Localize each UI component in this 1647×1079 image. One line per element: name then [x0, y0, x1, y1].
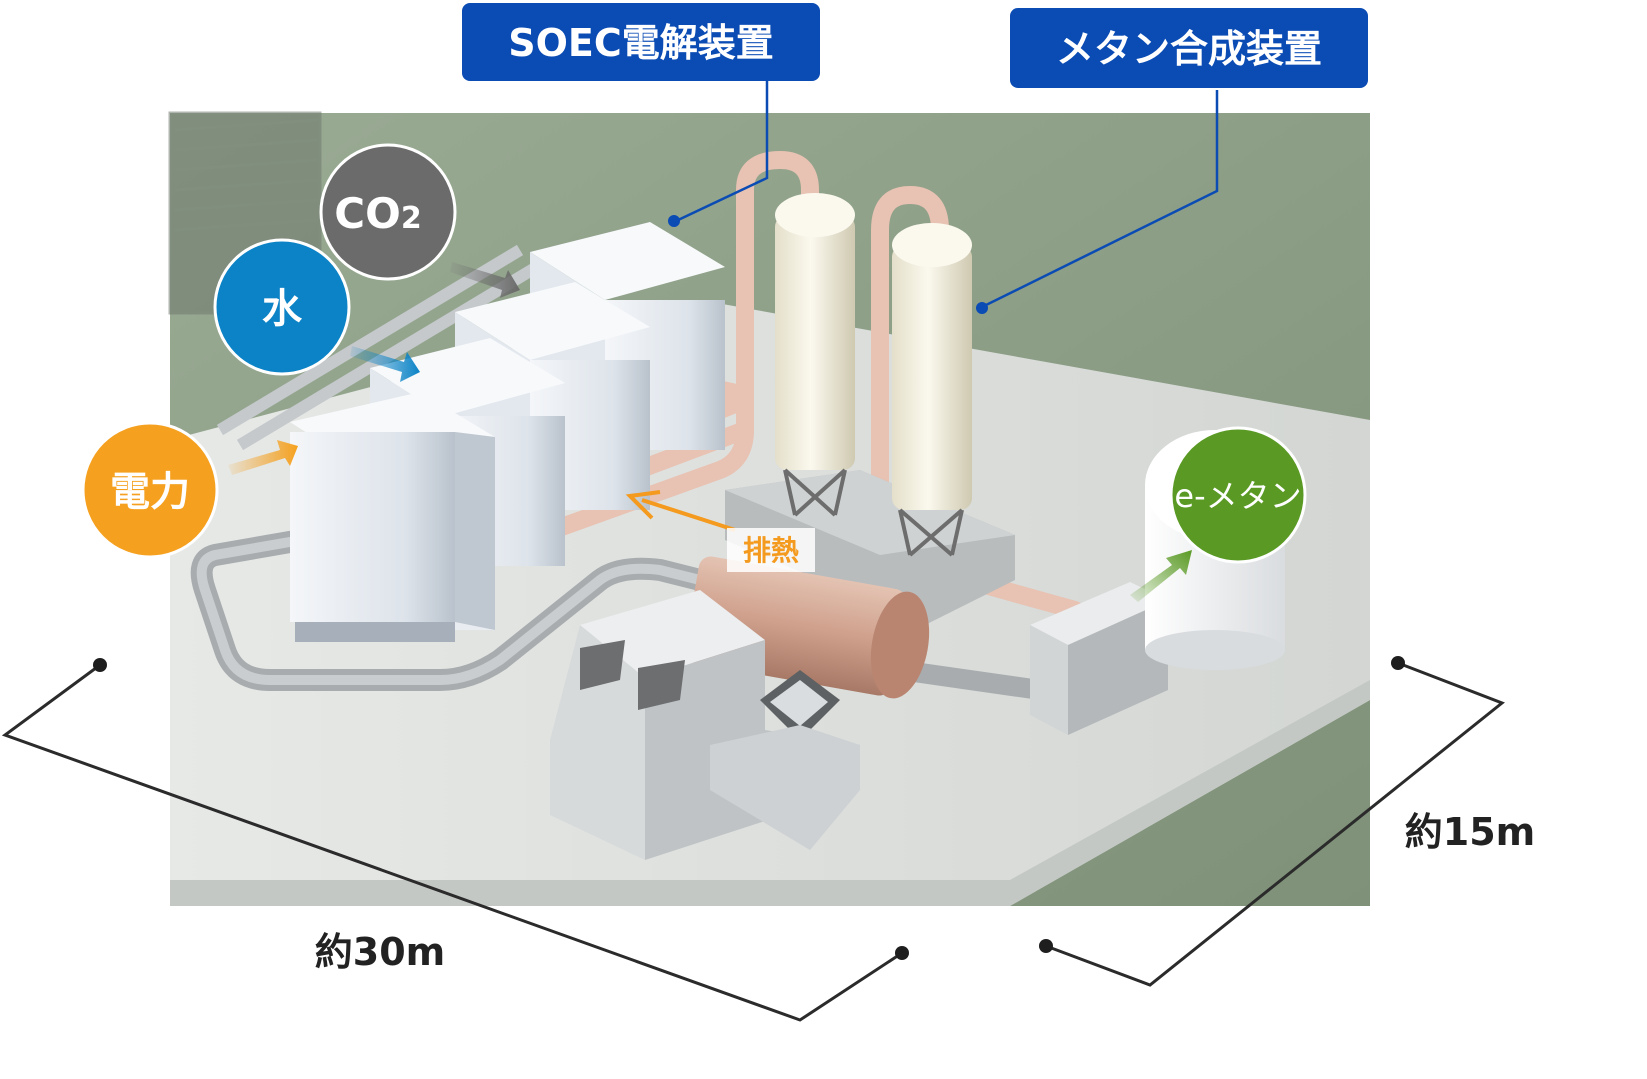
co2-arrow — [450, 262, 520, 298]
heat-label: 排熱 — [743, 534, 799, 567]
water-input: 水 — [213, 238, 351, 376]
methane-label: e-メタン — [1174, 477, 1301, 515]
soec-stack — [290, 222, 725, 642]
gray-pipe-supply — [216, 244, 544, 451]
length-label: 約30m — [315, 930, 445, 974]
co2-label: CO — [334, 189, 401, 238]
methane-arrow — [1130, 550, 1192, 602]
power-label: 電力 — [110, 469, 190, 515]
methanation-callout-label: メタン合成装置 — [1056, 27, 1322, 71]
dimension-width: 約15m — [1039, 656, 1535, 987]
power-input: 電力 — [81, 421, 219, 559]
water-label: 水 — [262, 286, 303, 332]
width-label: 約15m — [1405, 810, 1535, 854]
co2-subscript: 2 — [401, 201, 422, 236]
reactor-tank-2 — [892, 223, 972, 557]
soec-callout-label: SOEC電解装置 — [508, 21, 774, 65]
heat-label-box — [727, 528, 815, 572]
methane-output: e-メタン — [1169, 426, 1307, 564]
reactor-tank-1 — [775, 193, 855, 517]
control-panel — [550, 590, 860, 860]
methanation-callout: メタン合成装置 — [976, 8, 1368, 314]
co2-input: CO2 — [319, 143, 457, 281]
svg-text:CO2: CO2 — [334, 189, 421, 238]
water-arrow — [350, 346, 420, 382]
heat-arrow — [625, 490, 736, 532]
soec-callout: SOEC電解装置 — [462, 3, 820, 227]
dimension-length: 約30m — [1, 658, 909, 1022]
power-arrow — [228, 440, 298, 475]
